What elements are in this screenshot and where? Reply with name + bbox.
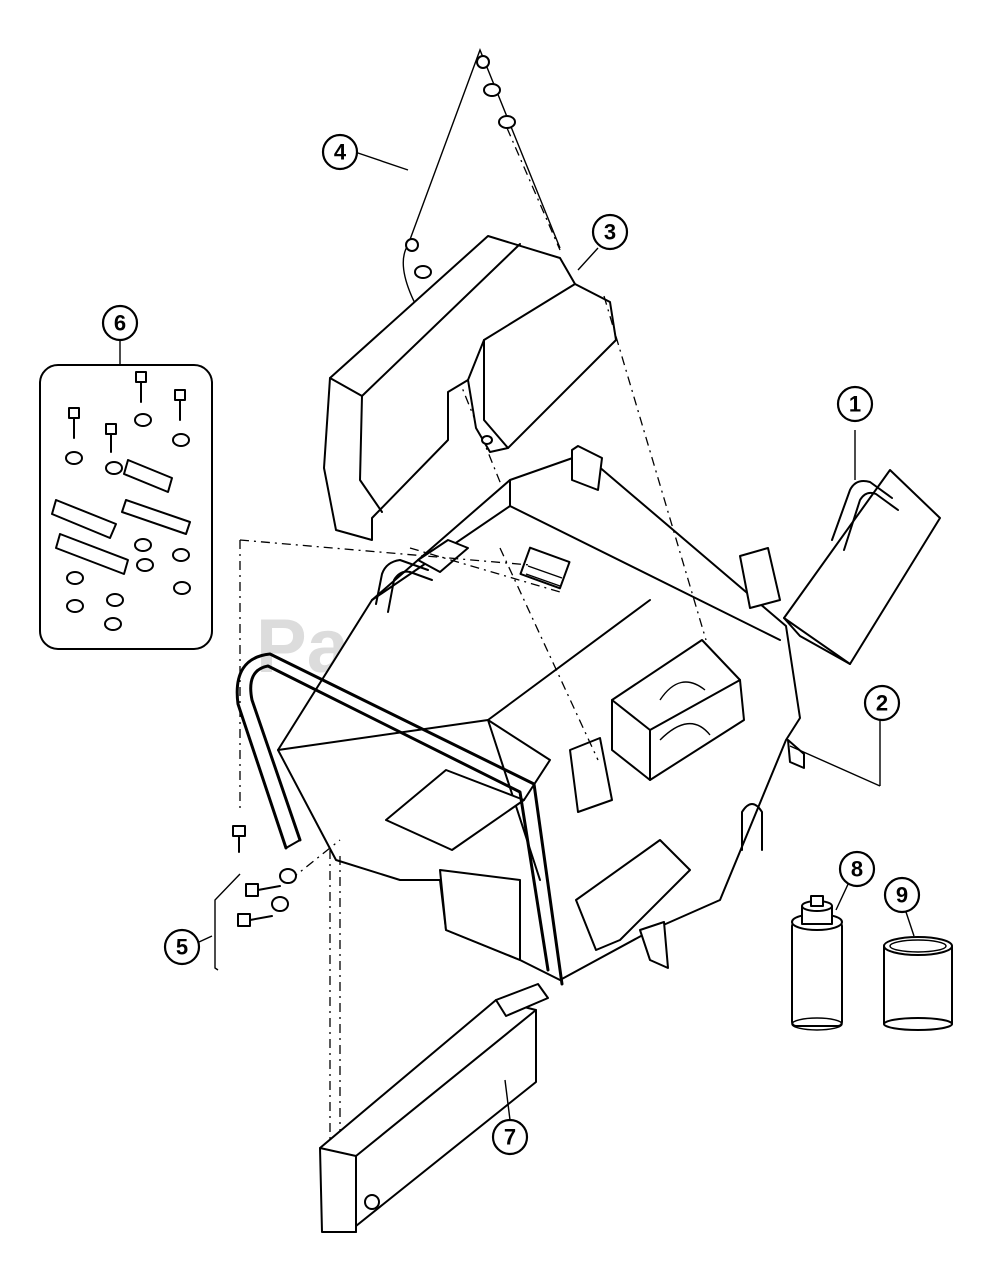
part-2-leader-end <box>789 745 881 787</box>
callout-8: 8 <box>838 850 876 888</box>
part-9-paint-can-icon <box>883 936 953 1031</box>
callout-4: 4 <box>321 133 359 171</box>
callout-7: 7 <box>491 1118 529 1156</box>
callout-9: 9 <box>883 876 921 937</box>
alignment-lines <box>239 295 707 1170</box>
callout-3-label: 3 <box>604 220 616 245</box>
callout-6-label: 6 <box>114 311 126 336</box>
frame-handles <box>375 539 469 613</box>
callout-2-label: 2 <box>876 691 888 716</box>
part-1-hood <box>783 430 941 665</box>
part-7-bracket <box>319 983 549 1233</box>
callout-1: 1 <box>836 385 874 423</box>
callout-5-label: 5 <box>176 935 188 960</box>
handle-bar <box>235 652 564 986</box>
callout-5: 5 <box>163 928 213 966</box>
callout-2: 2 <box>863 684 901 722</box>
callout-6: 6 <box>101 304 139 342</box>
callout-4-label: 4 <box>334 140 347 165</box>
callout-8-label: 8 <box>851 857 863 882</box>
callout-7-label: 7 <box>504 1125 516 1150</box>
callout-3: 3 <box>591 213 629 251</box>
callout-9-label: 9 <box>896 883 908 908</box>
part-5-bolts <box>214 825 297 971</box>
part-6-hardware-kit <box>39 338 213 650</box>
callout-1-label: 1 <box>849 392 861 417</box>
part-8-spray-can-icon <box>791 879 851 1031</box>
part-3-fender-cover <box>323 235 617 541</box>
main-frame <box>277 445 805 981</box>
